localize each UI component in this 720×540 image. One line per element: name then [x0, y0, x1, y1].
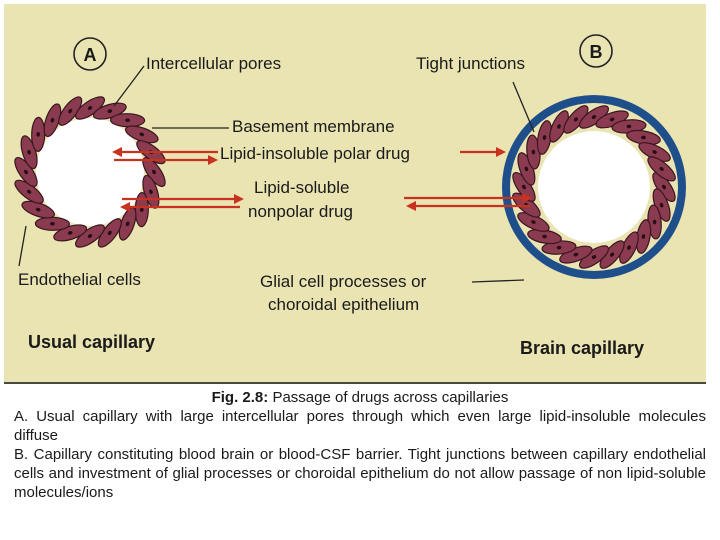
capillary-a-cell-nucleus: [68, 108, 73, 114]
capillary-b-cell-nucleus: [641, 135, 646, 140]
capillary-b-endothelial-cell: [526, 134, 541, 170]
nonpolar-arrowhead-a-left: [120, 202, 130, 212]
capillary-a-cell-nucleus: [107, 230, 112, 236]
capillary-a-lumen: [36, 118, 144, 226]
nonpolar-drug-label-line1: Lipid-soluble: [254, 178, 349, 197]
capillary-b-endothelial-cell: [647, 156, 676, 182]
capillary-b-cell-nucleus: [521, 184, 527, 190]
brain-capillary: [502, 95, 686, 279]
capillary-b-cell-nucleus: [626, 124, 632, 129]
glial-label-line2: choroidal epithelium: [268, 295, 419, 314]
capillary-b-cell-nucleus: [531, 149, 536, 155]
capillary-b-cell-nucleus: [609, 117, 615, 122]
capillary-b-cell-nucleus: [652, 150, 657, 154]
polar-arrowhead-b: [496, 147, 506, 157]
capillary-a-cell-nucleus: [87, 233, 93, 239]
figure-panel: A B: [4, 4, 706, 384]
caption-figure-number: Fig. 2.8:: [211, 389, 269, 406]
basement-membrane-label: Basement membrane: [232, 117, 395, 136]
capillary-b-lumen: [538, 131, 650, 243]
capillary-a-cell-nucleus: [107, 109, 113, 113]
capillary-a-endothelial-cell: [31, 116, 46, 152]
capillary-b-cell-nucleus: [542, 135, 547, 140]
pores-leader: [113, 65, 145, 107]
capillary-b-cell-nucleus: [573, 252, 579, 257]
capillary-a-cell-nucleus: [125, 221, 130, 227]
capillary-a-endothelial-cell: [134, 192, 149, 228]
capillary-a-cell-nucleus: [151, 169, 157, 175]
capillary-b-cell-nucleus: [556, 245, 562, 250]
nonpolar-drug-label-line2: nonpolar drug: [248, 202, 353, 221]
capillary-b-cell-nucleus: [573, 117, 578, 122]
capillary-b-endothelial-cell: [563, 105, 589, 134]
capillary-b-cell-nucleus: [661, 184, 667, 190]
endothelial-cells-label: Endothelial cells: [18, 270, 141, 289]
capillary-a-cell-nucleus: [67, 231, 73, 235]
capillary-b-cell-nucleus: [591, 254, 597, 260]
glial-label-line1: Glial cell processes or: [260, 272, 427, 291]
panel-b-badge: [579, 34, 613, 68]
polar-arrowhead-a: [112, 147, 122, 157]
capillary-a-cell-nucleus: [26, 189, 32, 194]
capillary-b-cell-nucleus: [659, 202, 664, 208]
capillary-b-cell-nucleus: [524, 166, 529, 172]
usual-capillary-title: Usual capillary: [28, 332, 155, 352]
panel-a-badge: [73, 37, 107, 71]
glial-leader: [471, 279, 525, 283]
capillary-a-cell-nucleus: [50, 221, 55, 226]
panel-b-letter: B: [590, 42, 603, 62]
capillary-a-endothelial-cells: [14, 96, 166, 248]
nonpolar-arrowhead-b-left: [406, 201, 416, 211]
capillary-b-endothelial-cells: [512, 105, 676, 269]
capillary-a-endothelial-cell: [110, 113, 146, 128]
capillary-a-cell-nucleus: [125, 118, 130, 123]
capillary-b-cell-nucleus: [531, 220, 536, 224]
polar-arrowhead-a-right: [208, 155, 218, 165]
capillary-a-cell-nucleus: [23, 169, 29, 175]
intercellular-pores-label: Intercellular pores: [146, 54, 281, 73]
capillary-a-cell-nucleus: [149, 189, 153, 195]
capillary-b-cell-nucleus: [652, 219, 657, 225]
capillary-b-cell-nucleus: [659, 166, 664, 171]
caption-item-a: A. Usual capillary with large intercellu…: [14, 408, 706, 444]
caption-title: Fig. 2.8: Passage of drugs across capill…: [14, 388, 706, 407]
endothelial-leader: [18, 225, 27, 267]
capillary-b-cell-nucleus: [591, 114, 597, 120]
capillary-a-cell-nucleus: [139, 132, 145, 137]
figure-caption: Fig. 2.8: Passage of drugs across capill…: [14, 388, 706, 502]
tight-junctions-leader: [512, 81, 535, 133]
capillary-a-cell-nucleus: [50, 117, 55, 123]
usual-capillary: [14, 96, 166, 248]
capillary-b-cell-nucleus: [627, 245, 631, 250]
nonpolar-arrowhead-a-right: [234, 194, 244, 204]
polar-drug-label: Lipid-insoluble polar drug: [220, 144, 410, 163]
capillary-a-cell-nucleus: [35, 207, 41, 212]
tight-junctions-label: Tight junctions: [416, 54, 525, 73]
capillary-b-cell-nucleus: [542, 234, 547, 239]
capillary-a-cell-nucleus: [87, 105, 93, 111]
panel-a-letter: A: [84, 45, 97, 65]
capillary-a-endothelial-cell: [34, 216, 70, 231]
capillary-b-cell-nucleus: [610, 252, 615, 257]
capillary-diagram: A B: [14, 34, 686, 358]
capillary-a-cell-nucleus: [36, 132, 41, 137]
caption-item-b: B. Capillary constituting blood brain or…: [14, 446, 706, 501]
capillary-b-cell-nucleus: [641, 234, 646, 239]
nonpolar-arrowhead-b-right: [522, 193, 532, 203]
capillary-a-cell-nucleus: [27, 149, 31, 155]
capillary-b-cell-nucleus: [557, 124, 561, 129]
capillary-a-cell-nucleus: [139, 207, 144, 212]
caption-title-text: Passage of drugs across capillaries: [272, 389, 509, 406]
brain-capillary-title: Brain capillary: [520, 338, 644, 358]
